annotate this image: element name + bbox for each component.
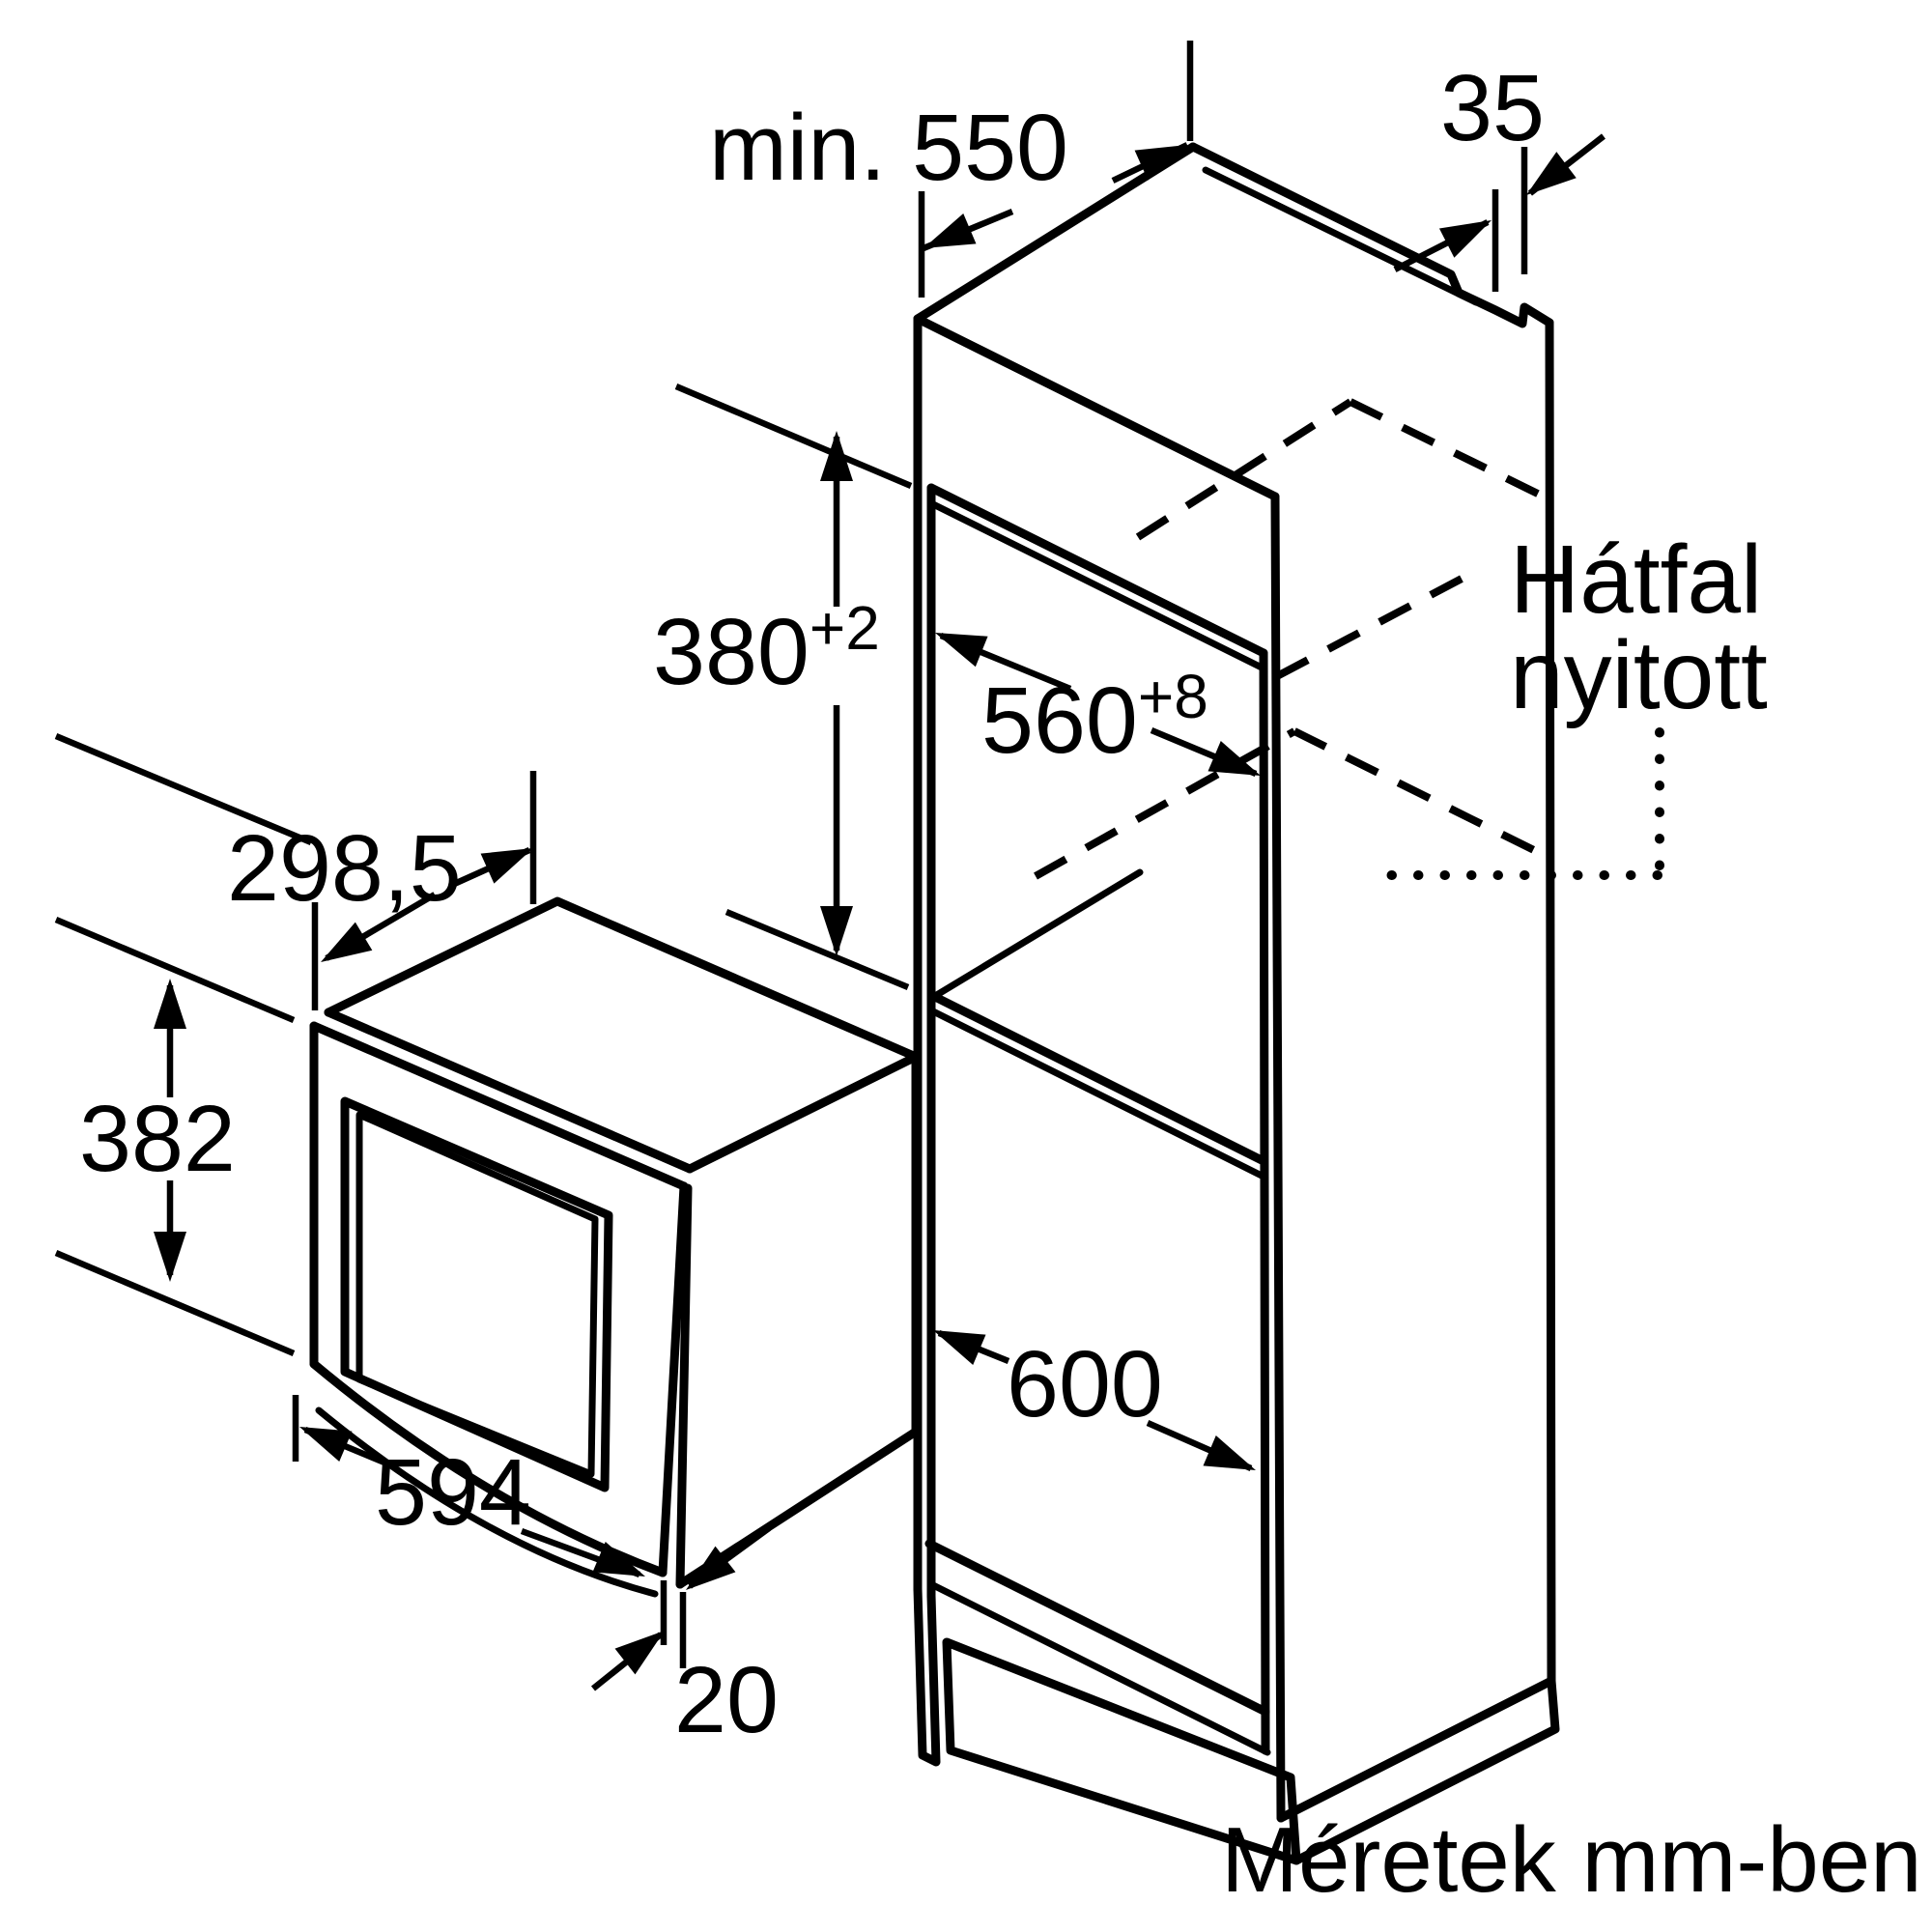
door-top-edge [309, 1021, 689, 1191]
hidden-top-shelf-back-edge [1349, 398, 1548, 501]
dim-arrowhead [480, 848, 533, 884]
cabinet-back-right-edge [1545, 318, 1556, 1686]
dim-arrowhead [592, 1542, 645, 1577]
hidden-top-shelf-left-edge [1135, 398, 1353, 541]
dim-label-niche-width: 560+8 [981, 662, 1208, 773]
dim-arrowhead [820, 906, 853, 956]
dim-arrowhead [686, 1546, 736, 1590]
ext-line-back-edge [54, 733, 313, 845]
ext-line [54, 1250, 296, 1356]
dim-value: 380 [653, 599, 810, 704]
dim-tolerance: +8 [1138, 662, 1208, 731]
ext-line [674, 384, 913, 489]
cabinet-top-front-edge [913, 314, 1280, 501]
middle-shelf-top-edge [928, 991, 1268, 1166]
dim-arrowhead [1208, 741, 1261, 776]
dim-cabinet-depth: min. 550 [709, 41, 1194, 298]
niche-top-board-edge [926, 483, 1268, 658]
dim-arrowhead [154, 1232, 186, 1282]
dim-appliance-width: 594 [292, 1395, 645, 1578]
ext-line [724, 908, 910, 991]
door-window-inner-frame [355, 1111, 599, 1478]
middle-shelf-bottom-edge [929, 1008, 1267, 1180]
dim-label-rear-top-gap: 35 [1440, 55, 1545, 160]
dim-arrowhead [614, 1631, 665, 1675]
dim-arrowhead [299, 1427, 353, 1462]
dim-label-lower-compartment: 600 [1007, 1331, 1163, 1436]
cabinet-front-right-edge [1270, 492, 1286, 1823]
plinth-right-side [1292, 1676, 1560, 1865]
body-top-front-edge [324, 1008, 695, 1174]
niche-top-board-edge-2 [927, 499, 1267, 672]
left-side-leg [913, 1584, 941, 1767]
dim-label-door-gap: 20 [674, 1647, 779, 1752]
dim-arrowhead [1526, 152, 1577, 195]
cabinet-top-back-edge-with-notch [1188, 142, 1554, 328]
floor-board-bottom-edge [927, 1580, 1271, 1756]
hidden-middle-shelf-back-edge [1293, 727, 1548, 860]
dim-label-appliance-depth: 298,5 [227, 815, 462, 921]
dim-label-cabinet-depth: min. 550 [709, 95, 1068, 200]
door-bottom-lip [315, 1406, 659, 1598]
dim-label-appliance-height: 382 [79, 1086, 236, 1191]
dim-appliance-depth: 298,5 [54, 733, 537, 1010]
back-panel-note-line1: Hátfal [1510, 526, 1762, 634]
microwave-oven [309, 896, 921, 1598]
dim-appliance-height: 382 [54, 917, 296, 1356]
dim-arrowhead [1134, 145, 1187, 181]
dim-arrowhead [321, 922, 373, 962]
dim-arrowhead [923, 213, 977, 248]
right-panel-bottom-edge [1276, 1676, 1556, 1823]
back-panel-note: Hátfal nyitott [1384, 526, 1768, 880]
back-panel-note-line2: nyitott [1510, 621, 1768, 729]
body-top-face [324, 896, 921, 1174]
dim-door-gap: 20 [590, 1525, 779, 1752]
floor-board-top-edge [924, 1539, 1270, 1717]
dim-rear-top-gap: 35 [1393, 55, 1605, 292]
dim-arrowhead [820, 431, 853, 481]
dim-arrowhead [933, 1330, 986, 1365]
dim-tolerance: +2 [810, 593, 880, 663]
dim-niche-width: 560+8 [935, 632, 1261, 777]
dim-niche-height: 380+2 [653, 384, 913, 991]
body-front-right-edge [675, 1183, 693, 1589]
door-right-edge [658, 1181, 689, 1577]
dim-lower-compartment: 600 [933, 1329, 1256, 1471]
middle-shelf-receding-edge [931, 868, 1144, 1000]
units-note: Méretek mm-ben [1221, 1808, 1922, 1912]
ext-line [54, 917, 296, 1023]
dim-value: 560 [981, 668, 1138, 773]
cabinet-top-board-inner-line [1202, 166, 1480, 306]
cabinet-unit [913, 142, 1560, 1865]
dim-arrowhead [1438, 220, 1492, 258]
cabinet-inner-right-wall [1259, 648, 1270, 1755]
dim-label-niche-height: 380+2 [653, 593, 880, 704]
dim-label-appliance-width: 594 [375, 1439, 531, 1545]
hidden-middle-shelf-left-edge [1034, 727, 1296, 880]
hidden-top-shelf-right-edge [1275, 565, 1482, 680]
dim-arrowhead [935, 633, 988, 668]
dim-arrowhead [1203, 1435, 1256, 1470]
dim-arrowhead [154, 979, 186, 1029]
door-window-outer-frame [340, 1096, 613, 1492]
